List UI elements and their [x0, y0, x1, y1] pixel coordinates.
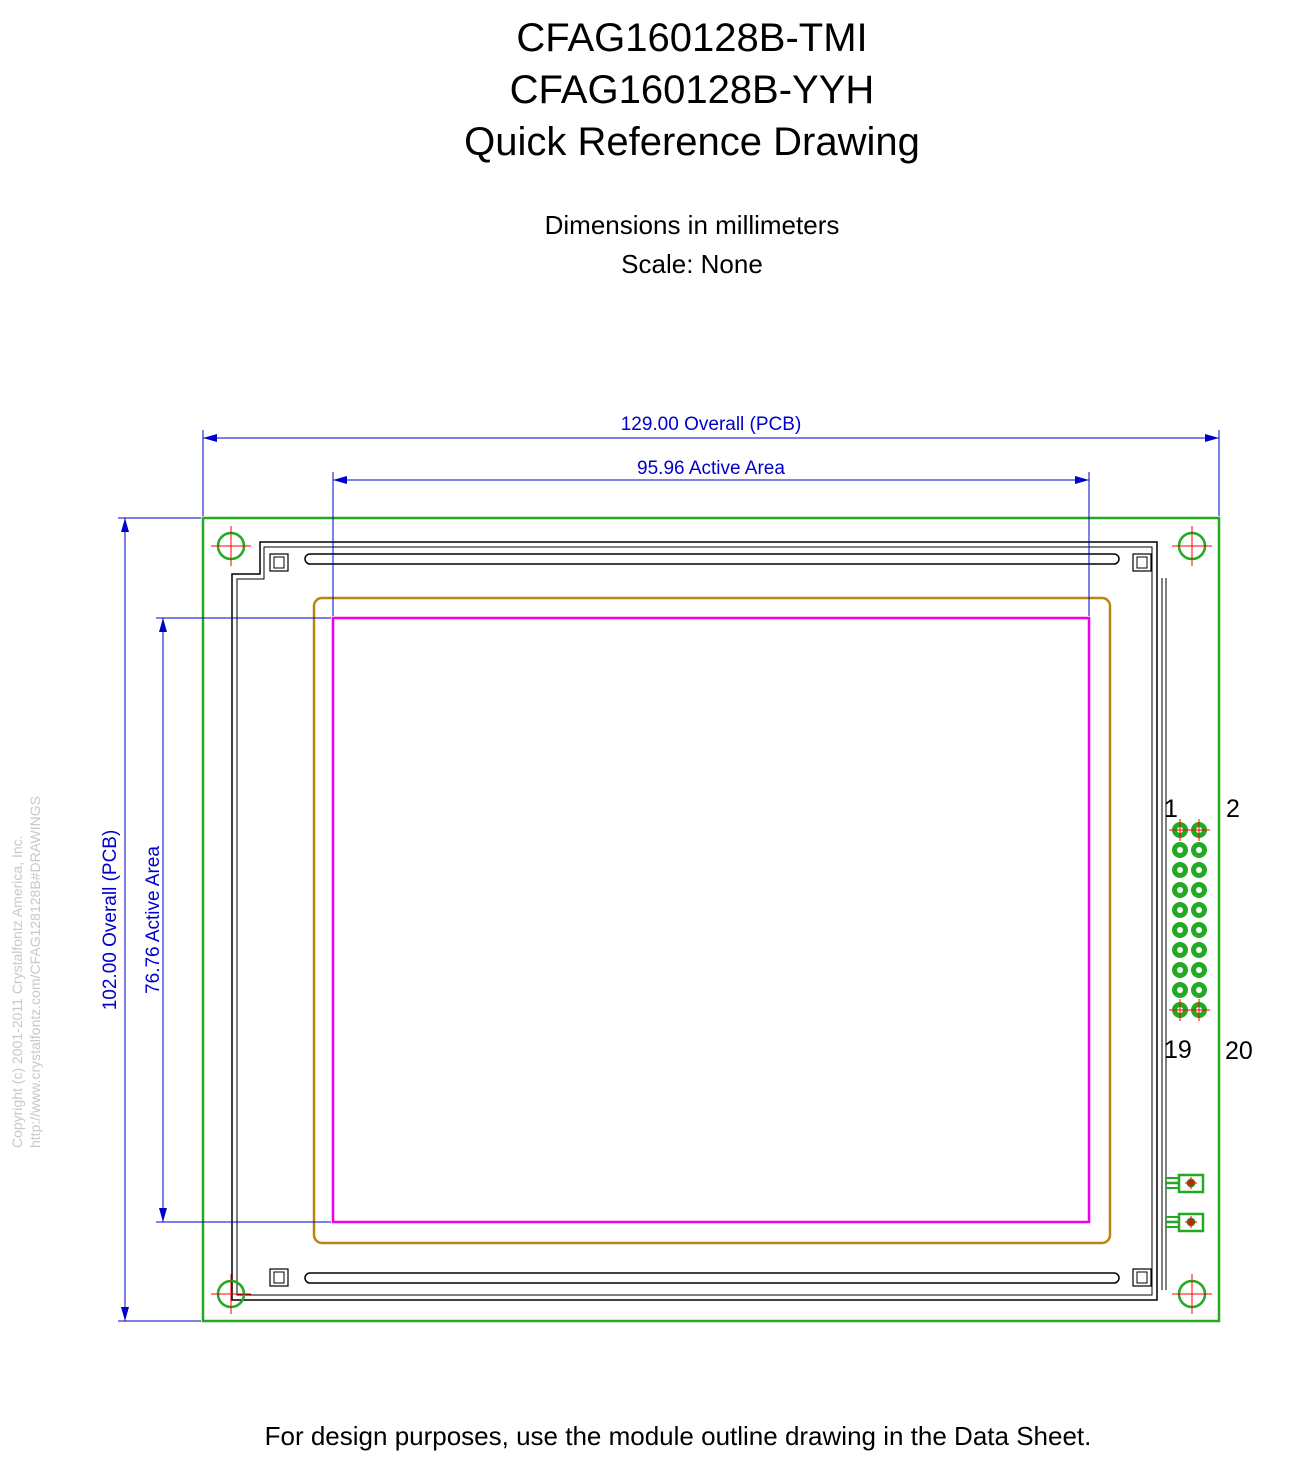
pcb-outline — [201, 516, 1221, 1323]
tab-bottom-left — [269, 1268, 289, 1287]
connector-pad — [1191, 922, 1207, 938]
connector-pad — [1188, 819, 1210, 841]
connector-pad — [1172, 902, 1188, 918]
viewing-area-outline — [312, 596, 1112, 1245]
pin-label-2: 2 — [1226, 795, 1240, 823]
connector-pad — [1172, 882, 1188, 898]
pin-label-19: 19 — [1164, 1036, 1192, 1064]
bottom-slot — [304, 1272, 1120, 1284]
dimension-overall-height: 102.00 Overall (PCB) — [100, 517, 201, 1322]
connector-pad — [1172, 862, 1188, 878]
backlight-pad-lower — [1165, 1212, 1205, 1233]
tab-bottom-right — [1132, 1268, 1152, 1287]
backlight-pad-upper — [1165, 1173, 1205, 1194]
connector-pad — [1172, 942, 1188, 958]
active-area-outline — [331, 616, 1091, 1224]
dimension-label: 76.76 Active Area — [143, 846, 164, 994]
tab-top-left — [269, 553, 289, 572]
units-note: Dimensions in millimeters — [544, 210, 840, 240]
title-part-number-1: CFAG160128B-TMI — [516, 16, 868, 60]
dimension-label: 95.96 Active Area — [637, 458, 785, 479]
connector-pad — [1191, 882, 1207, 898]
connector-pad — [1172, 962, 1188, 978]
connector-pad — [1191, 902, 1207, 918]
dimension-active-width: 95.96 Active Area — [332, 458, 1090, 616]
title-part-number-2: CFAG160128B-YYH — [509, 68, 875, 112]
scale-note: Scale: None — [621, 249, 763, 279]
connector-pad — [1172, 842, 1188, 858]
bezel-inner-outline — [236, 546, 1153, 1296]
connector-pad — [1191, 962, 1207, 978]
connector-pad — [1191, 842, 1207, 858]
mounting-hole-bottom-left — [211, 1274, 251, 1314]
pin-label-20: 20 — [1225, 1037, 1253, 1065]
connector-pad — [1172, 982, 1188, 998]
dimension-label: 102.00 Overall (PCB) — [100, 830, 121, 1011]
connector-pad — [1191, 862, 1207, 878]
dimension-active-height: 76.76 Active Area — [143, 617, 331, 1223]
dimension-label: 129.00 Overall (PCB) — [621, 414, 802, 435]
title-drawing-name: Quick Reference Drawing — [464, 120, 920, 164]
connector-header — [1169, 819, 1210, 1021]
mounting-hole-top-right — [1172, 526, 1212, 566]
top-slot — [304, 553, 1120, 565]
pin-label-1: 1 — [1164, 795, 1178, 823]
connector-pad — [1169, 819, 1191, 841]
mounting-hole-top-left — [211, 526, 251, 566]
footer-note: For design purposes, use the module outl… — [264, 1421, 1092, 1451]
connector-pad — [1172, 922, 1188, 938]
tab-top-right — [1132, 553, 1152, 572]
connector-pad — [1191, 982, 1207, 998]
connector-pad — [1191, 942, 1207, 958]
connector-pad — [1169, 999, 1191, 1021]
connector-pad — [1188, 999, 1210, 1021]
mounting-hole-bottom-right — [1172, 1274, 1212, 1314]
dimension-overall-width: 129.00 Overall (PCB) — [202, 414, 1220, 516]
bezel-outline — [231, 541, 1158, 1301]
